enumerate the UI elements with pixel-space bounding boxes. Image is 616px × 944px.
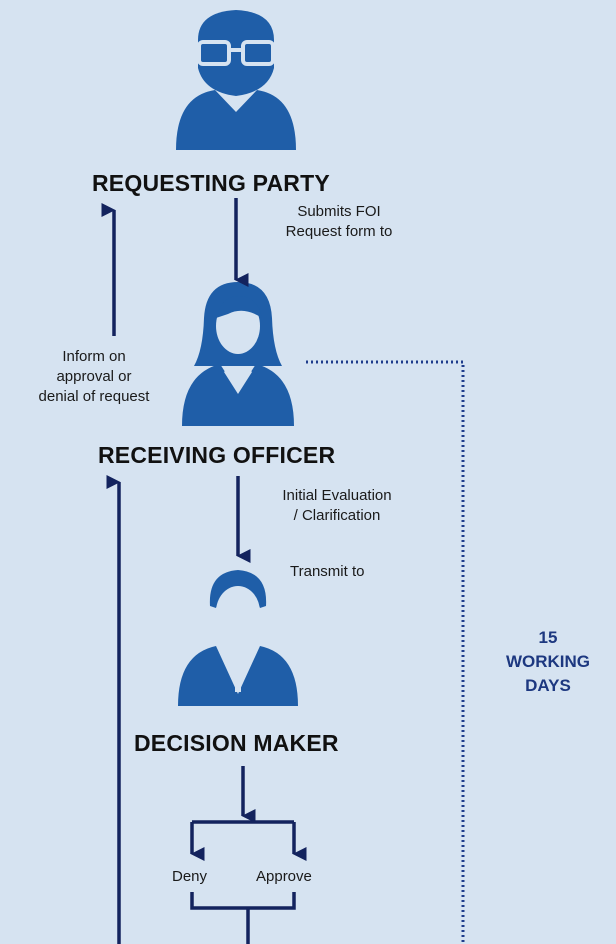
evaluation-label-line1: Initial Evaluation [282, 487, 392, 504]
role-decision-maker: DECISION MAKER [134, 730, 339, 756]
evaluation-label-line2: / Clarification [293, 507, 381, 524]
timeline-bracket [306, 360, 465, 944]
decision-branch [190, 820, 307, 861]
working-days-unit: DAYS [525, 676, 571, 695]
man-in-suit-icon [178, 570, 298, 706]
evaluation-label: Initial Evaluation / Clarification [262, 486, 412, 526]
transmit-label: Transmit to [290, 563, 365, 580]
inform-label-line2: approval or [56, 368, 132, 385]
inform-label: Inform on approval or denial of request [14, 347, 174, 407]
woman-officer-icon [182, 282, 294, 426]
inform-label-line1: Inform on [62, 348, 126, 365]
role-receiving-officer: RECEIVING OFFICER [98, 442, 336, 468]
submit-label-line1: Submits FOI [297, 203, 381, 220]
approve-label: Approve [256, 868, 312, 885]
decision-merge [190, 892, 296, 944]
inform-label-line3: denial of request [38, 388, 150, 405]
working-days-word: WORKING [505, 652, 591, 671]
deny-label: Deny [172, 868, 208, 885]
role-requesting-party: REQUESTING PARTY [92, 170, 330, 196]
submit-label-line2: Request form to [285, 223, 393, 240]
working-days-number: 15 [538, 628, 558, 647]
submit-label: Submits FOI Request form to [264, 202, 414, 242]
working-days-label: 15 WORKING DAYS [488, 626, 608, 698]
man-with-glasses-icon [176, 10, 296, 150]
